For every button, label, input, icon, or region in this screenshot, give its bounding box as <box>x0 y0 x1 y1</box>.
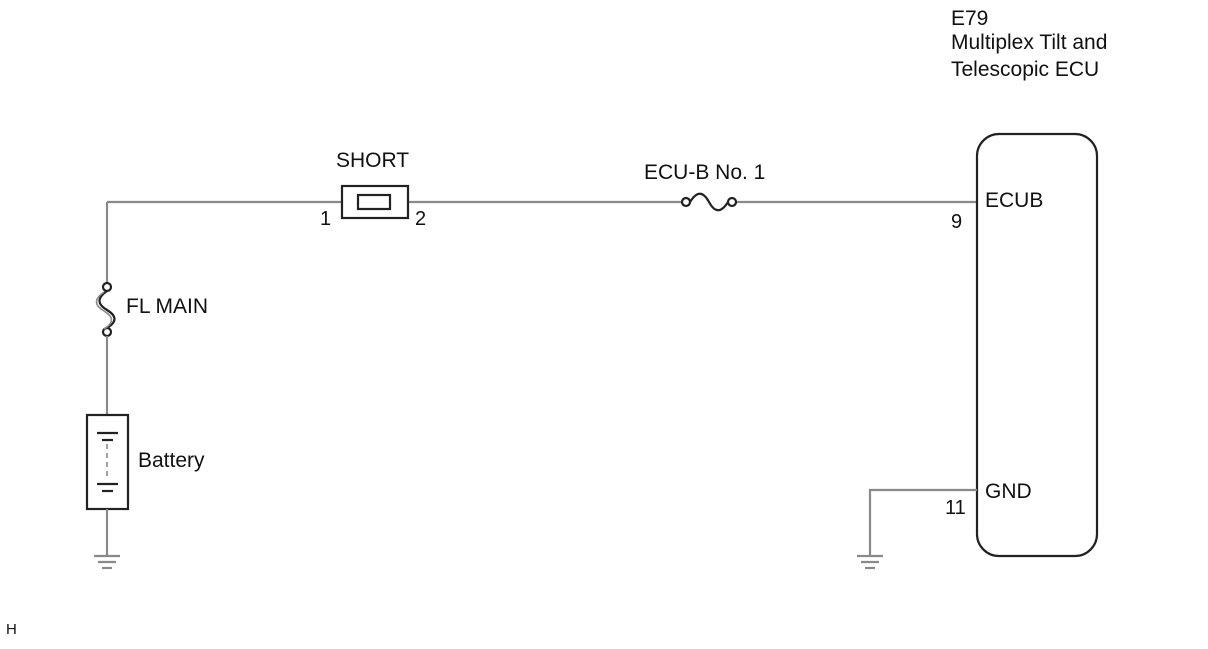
battery-icon <box>85 413 130 511</box>
corner-mark: H <box>6 621 17 638</box>
battery-label: Battery <box>138 449 205 472</box>
short-fuse-label: SHORT <box>336 149 410 172</box>
terminal-ecub-pin: 9 <box>951 211 963 233</box>
ecu-name-line1: Multiplex Tilt and <box>951 31 1108 54</box>
short-fuse-icon <box>340 184 410 220</box>
terminal-ecub-name: ECUB <box>985 189 1044 212</box>
ground-right-icon <box>857 554 883 570</box>
ecub-fuse-label: ECU-B No. 1 <box>644 161 766 184</box>
ecu-body <box>975 132 1099 558</box>
fusible-link-icon <box>95 281 116 338</box>
short-fuse-pin-out: 2 <box>415 208 427 230</box>
wire-gnd <box>868 488 977 556</box>
ecu-name-line2: Telescopic ECU <box>951 58 1100 81</box>
terminal-gnd-name: GND <box>985 480 1032 503</box>
ground-left-icon <box>94 554 120 570</box>
terminal-gnd-pin: 11 <box>945 497 966 519</box>
ecu-code: E79 <box>951 7 989 30</box>
ecub-fuse-icon <box>680 192 738 212</box>
short-fuse-pin-in: 1 <box>320 208 332 230</box>
fusible-link-label: FL MAIN <box>126 295 209 318</box>
